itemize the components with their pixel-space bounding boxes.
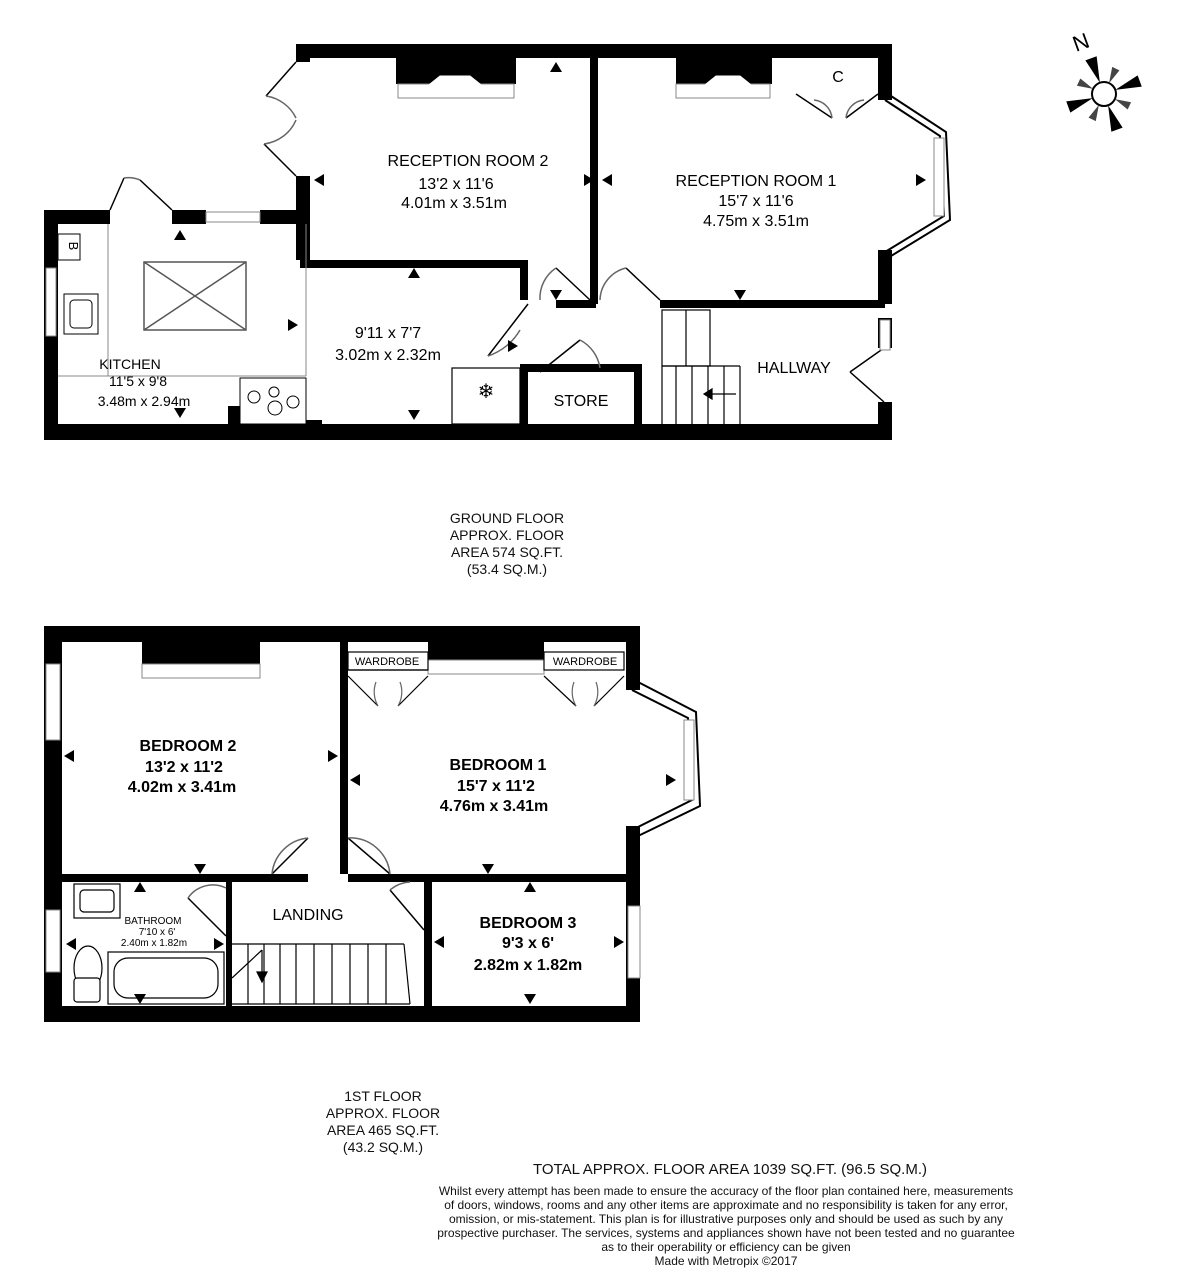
landing-label: LANDING <box>272 907 343 924</box>
disclaimer-line: as to their operability or efficiency ca… <box>601 1240 851 1254</box>
total-floor-area: TOTAL APPROX. FLOOR AREA 1039 SQ.FT. (96… <box>532 1161 928 1178</box>
bedroom-3-metric: 2.82m x 1.82m <box>474 957 583 974</box>
dimension-arrows <box>174 62 926 420</box>
boiler-label: B <box>66 242 81 251</box>
disclaimer-line: prospective purchaser. The services, sys… <box>437 1226 1015 1240</box>
store-label: STORE <box>554 393 609 410</box>
kitchen-imperial: 11'5 x 9'8 <box>109 373 167 389</box>
bedroom-3-name: BEDROOM 3 <box>480 915 577 932</box>
cupboard <box>795 93 879 119</box>
kitchen-door <box>109 176 173 211</box>
garden-doors <box>263 61 297 177</box>
ground-stairs <box>661 309 741 424</box>
fireplaces <box>397 75 771 99</box>
interior-doors <box>487 267 885 403</box>
compass-north-letter: N <box>1069 28 1092 57</box>
first-dimension-arrows <box>64 750 676 1004</box>
wardrobe-left-label: WARDROBE <box>355 656 419 668</box>
dining-imperial: 9'11 x 7'7 <box>355 325 421 342</box>
first-stairs <box>231 943 411 1005</box>
first-floor-area-line: APPROX. FLOOR <box>325 1105 441 1121</box>
bedroom-1-imperial: 15'7 x 11'2 <box>457 778 535 795</box>
bedroom-3-imperial: 9'3 x 6' <box>502 935 554 952</box>
kitchen-name: KITCHEN <box>99 356 160 372</box>
disclaimer-line: of doors, windows, rooms and any other i… <box>444 1198 1008 1212</box>
first-floor-area-line: AREA 465 SQ.FT. <box>326 1122 440 1138</box>
reception-room-2-metric: 4.01m x 3.51m <box>401 195 507 212</box>
ground-floor-plan: ❄ <box>44 28 1142 440</box>
bedroom-1-metric: 4.76m x 3.41m <box>440 798 549 815</box>
svg-text:❄: ❄ <box>478 381 495 403</box>
bathroom-fittings <box>73 883 225 1005</box>
kitchen-window <box>45 211 261 337</box>
bathroom-imperial: 7'10 x 6' <box>139 927 176 938</box>
kitchen-metric: 3.48m x 2.94m <box>98 393 191 409</box>
bathroom-name: BATHROOM <box>124 916 181 927</box>
bedroom-2-imperial: 13'2 x 11'2 <box>145 759 223 776</box>
reception-room-1-metric: 4.75m x 3.51m <box>703 213 809 230</box>
front-window <box>879 319 891 351</box>
wardrobe-right-label: WARDROBE <box>553 656 617 668</box>
hallway-label: HALLWAY <box>757 360 831 377</box>
first-bay-window <box>631 681 702 837</box>
first-fireplaces <box>141 659 545 679</box>
ground-floor-area-line: APPROX. FLOOR <box>449 527 565 543</box>
ground-floor-area: GROUND FLOOR APPROX. FLOOR AREA 574 SQ.F… <box>402 510 612 578</box>
first-floor-area-line: (43.2 SQ.M.) <box>342 1139 424 1155</box>
skylight <box>143 261 247 331</box>
reception-room-2-name: RECEPTION ROOM 2 <box>388 153 549 170</box>
dining-metric: 3.02m x 2.32m <box>335 347 441 364</box>
disclaimer-line: omission, or mis-statement. This plan is… <box>448 1212 1004 1226</box>
kitchen-fittings <box>57 224 307 425</box>
wardrobes <box>347 651 625 707</box>
disclaimer-line: Whilst every attempt has been made to en… <box>438 1184 1014 1198</box>
first-floor-area: 1ST FLOOR APPROX. FLOOR AREA 465 SQ.FT. … <box>278 1088 488 1156</box>
bedroom-2-metric: 4.02m x 3.41m <box>128 779 237 796</box>
compass-rose-icon <box>1066 56 1142 132</box>
first-floor-doors <box>187 837 425 937</box>
ground-floor-area-line: AREA 574 SQ.FT. <box>450 544 564 560</box>
cupboard-label: C <box>832 69 844 86</box>
bathroom-metric: 2.40m x 1.82m <box>121 938 187 949</box>
ground-floor-area-line: GROUND FLOOR <box>449 510 565 526</box>
disclaimer: Whilst every attempt has been made to en… <box>386 1184 1066 1268</box>
first-floor-area-line: 1ST FLOOR <box>344 1088 422 1104</box>
reception-room-2-imperial: 13'2 x 11'6 <box>418 176 493 193</box>
first-windows <box>45 663 641 979</box>
reception-room-1-imperial: 15'7 x 11'6 <box>718 193 793 210</box>
fridge: ❄ <box>451 367 521 425</box>
ground-floor-area-line: (53.4 SQ.M.) <box>466 561 548 577</box>
bay-window <box>884 95 952 257</box>
reception-room-1-name: RECEPTION ROOM 1 <box>676 173 837 190</box>
made-with-credit: Made with Metropix ©2017 <box>654 1254 798 1268</box>
bedroom-1-name: BEDROOM 1 <box>450 757 547 774</box>
bedroom-2-name: BEDROOM 2 <box>140 738 237 755</box>
first-floor-plan: BEDROOM 2 13'2 x 11'2 4.02m x 3.41m BEDR… <box>44 626 702 1022</box>
